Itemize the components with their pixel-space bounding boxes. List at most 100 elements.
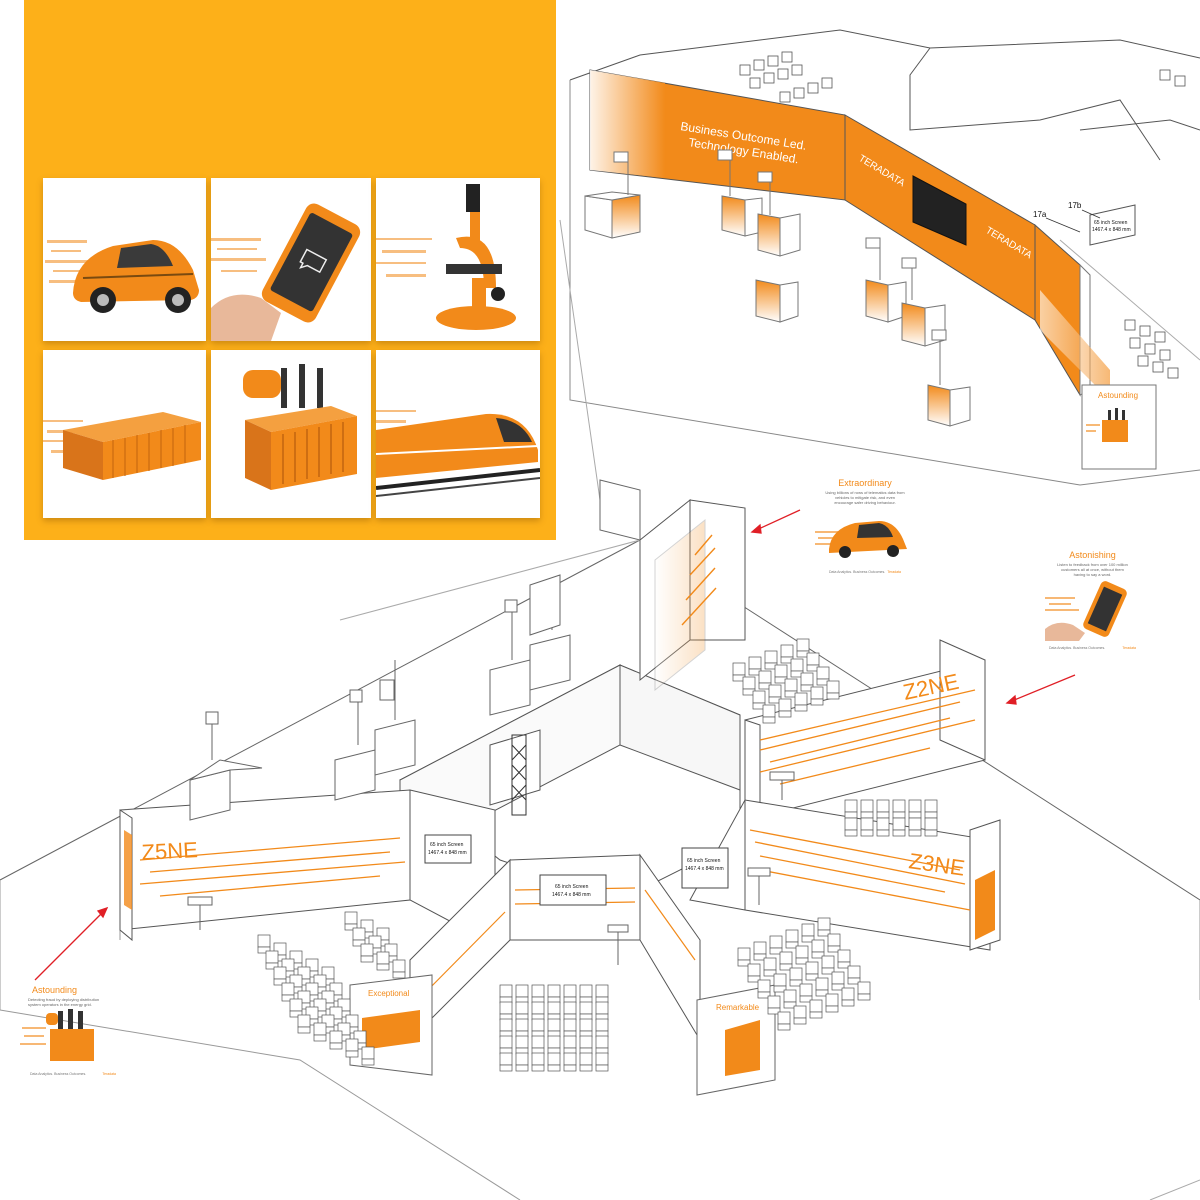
thumbnail-smartphone[interactable] — [211, 178, 371, 341]
chair — [360, 943, 374, 957]
chair — [563, 1001, 577, 1015]
chair-base — [783, 1001, 797, 1009]
chair — [737, 947, 751, 961]
top-booth-right-panel: 17a 17b 65 inch Screen 1467.4 x 848 mm — [1033, 201, 1136, 246]
chair-base — [825, 1005, 839, 1013]
chair — [780, 644, 794, 658]
chair — [742, 676, 756, 690]
screen-center-line-1: 65 inch Screen — [555, 884, 589, 890]
chair — [860, 817, 874, 831]
chair-base — [908, 811, 922, 819]
chair — [515, 984, 529, 998]
chair — [547, 1052, 561, 1066]
chair-base — [773, 985, 787, 993]
chair-base — [892, 829, 906, 837]
chair-base — [265, 962, 279, 970]
thumbnail-microscope[interactable] — [376, 178, 540, 341]
screen-left-line-2: 1467.4 x 848 mm — [428, 850, 467, 856]
chair-base — [777, 1023, 791, 1031]
chair — [499, 1052, 513, 1066]
chair — [345, 1038, 359, 1052]
chair — [794, 692, 808, 706]
chair-base — [281, 994, 295, 1002]
chair — [595, 1018, 609, 1032]
chair — [892, 817, 906, 831]
chair — [768, 684, 782, 698]
chair — [806, 652, 820, 666]
callout-extraordinary-brand: Teradata — [887, 570, 901, 574]
zone-5-walls — [119, 789, 496, 946]
chair — [515, 1018, 529, 1032]
callout-car-icon — [815, 521, 907, 558]
callout-arrows — [34, 509, 1076, 981]
label-17b: 17b — [1068, 201, 1082, 210]
panel-remarkable-title: Remarkable — [716, 1003, 760, 1012]
chair — [547, 1035, 561, 1049]
chair — [595, 984, 609, 998]
thumbnail-train[interactable] — [376, 350, 540, 518]
top-booth-chairs — [739, 51, 1186, 379]
callout-astounding-body: Detecting fraud by deploying distributio… — [28, 997, 100, 1007]
chair — [790, 658, 804, 672]
chair-base — [579, 1064, 593, 1072]
chair-base — [778, 710, 792, 718]
screen-center-line-2: 1467.4 x 848 mm — [552, 892, 591, 898]
chair — [783, 989, 797, 1003]
chair — [801, 923, 815, 937]
chair-base — [876, 811, 890, 819]
chair-base — [329, 1042, 343, 1050]
chair-base — [547, 1064, 561, 1072]
zone-5-title: Z5NE — [141, 837, 198, 865]
chair — [352, 927, 366, 941]
chair — [799, 983, 813, 997]
chair — [793, 1005, 807, 1019]
zone-1-walls — [639, 498, 746, 692]
chair — [892, 799, 906, 813]
chair — [769, 935, 783, 949]
chair-base — [795, 957, 809, 965]
chair — [778, 698, 792, 712]
chair — [257, 934, 271, 948]
chair — [809, 999, 823, 1013]
thumbnail-transformer[interactable] — [211, 350, 371, 518]
chair — [344, 911, 358, 925]
chair — [796, 638, 810, 652]
chair — [785, 929, 799, 943]
transformer-icon — [243, 364, 357, 490]
chair — [313, 1022, 327, 1036]
chair — [392, 959, 406, 973]
chair-base — [815, 989, 829, 997]
callout-astonishing-body: Listen to feedback from over 100 million… — [1057, 562, 1128, 577]
chair — [499, 1001, 513, 1015]
chair-base — [876, 829, 890, 837]
top-booth-orange-wall — [589, 69, 1110, 400]
callout-astonishing-brand: Teradata — [1122, 646, 1136, 650]
chair — [841, 987, 855, 1001]
chair-base — [515, 1064, 529, 1072]
callout-transformer-icon — [20, 1009, 94, 1061]
chair — [876, 799, 890, 813]
screen-left — [424, 834, 472, 864]
top-booth-screen — [912, 175, 967, 246]
chair — [817, 917, 831, 931]
zone-1-stripes — [681, 534, 717, 626]
callout-astonishing-title: Astonishing — [1069, 550, 1116, 560]
bullet-train-icon — [376, 410, 540, 497]
chair-base — [753, 953, 767, 961]
chair — [531, 1035, 545, 1049]
chair — [515, 1035, 529, 1049]
chair — [547, 984, 561, 998]
thumbnail-container[interactable] — [43, 350, 206, 518]
chair — [361, 1046, 375, 1060]
chair — [763, 957, 777, 971]
chair — [499, 1035, 513, 1049]
chair — [908, 817, 922, 831]
chair-base — [831, 983, 845, 991]
thumbnail-car[interactable] — [43, 178, 206, 341]
chair — [747, 963, 761, 977]
chair-base — [767, 1007, 781, 1015]
chair-base — [273, 978, 287, 986]
chair-base — [844, 829, 858, 837]
chair — [795, 945, 809, 959]
